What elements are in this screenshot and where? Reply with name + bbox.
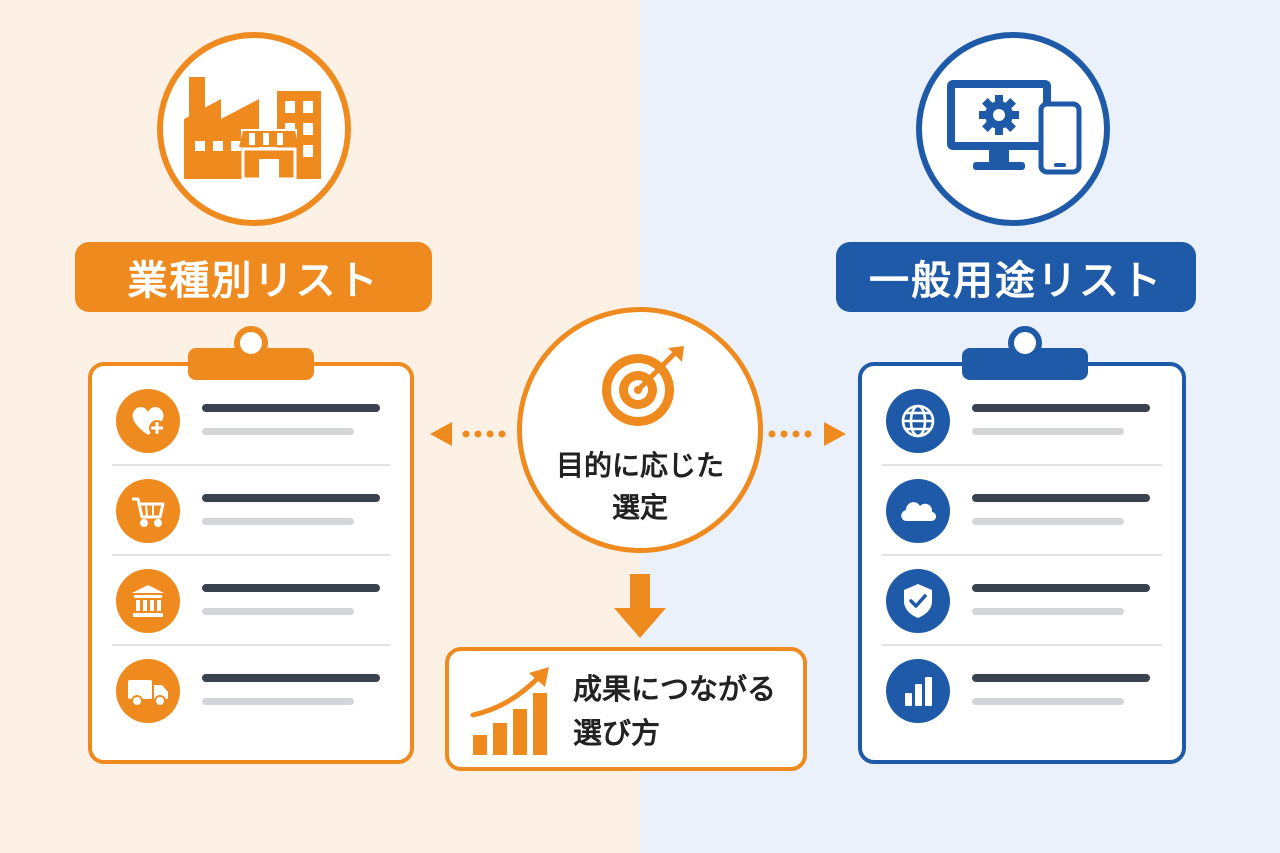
left-list-title: 業種別リスト (75, 242, 432, 312)
right-dotted-arrow (768, 422, 846, 446)
center-text-line2: 選定 (611, 491, 668, 524)
globe-icon (886, 389, 950, 453)
list-item (862, 466, 1182, 556)
monitor-gear-phone-icon (947, 80, 1082, 175)
list-item (862, 646, 1182, 736)
result-box: 成果につながる 選び方 (445, 647, 807, 771)
left-clipboard (88, 362, 414, 764)
growth-chart-icon (470, 667, 549, 755)
result-text-line1: 成果につながる (573, 672, 777, 706)
left-dotted-arrow (430, 422, 506, 446)
cloud-icon (886, 479, 950, 543)
heart-plus-icon (116, 389, 180, 453)
list-item (862, 376, 1182, 466)
center-text-line1: 目的に応じた (555, 449, 724, 482)
right-list-title: 一般用途リスト (836, 242, 1196, 312)
list-item (92, 466, 410, 556)
left-clipboard-ring (234, 326, 268, 360)
result-text-line2: 選び方 (573, 716, 661, 750)
truck-icon (116, 659, 180, 723)
list-item (92, 376, 410, 466)
right-clipboard (858, 362, 1186, 764)
bar-chart-icon (886, 659, 950, 723)
list-item (862, 556, 1182, 646)
left-header-circle (157, 32, 351, 226)
factory-shop-icon (184, 77, 321, 181)
right-header-circle (916, 32, 1110, 226)
shield-check-icon (886, 569, 950, 633)
bank-icon (116, 569, 180, 633)
right-clipboard-ring (1008, 326, 1042, 360)
center-purpose-circle: 目的に応じた 選定 (517, 307, 763, 553)
shopping-cart-icon (116, 479, 180, 543)
target-arrow-icon (602, 346, 684, 426)
list-item (92, 556, 410, 646)
down-arrow (614, 574, 666, 638)
list-item (92, 646, 410, 736)
